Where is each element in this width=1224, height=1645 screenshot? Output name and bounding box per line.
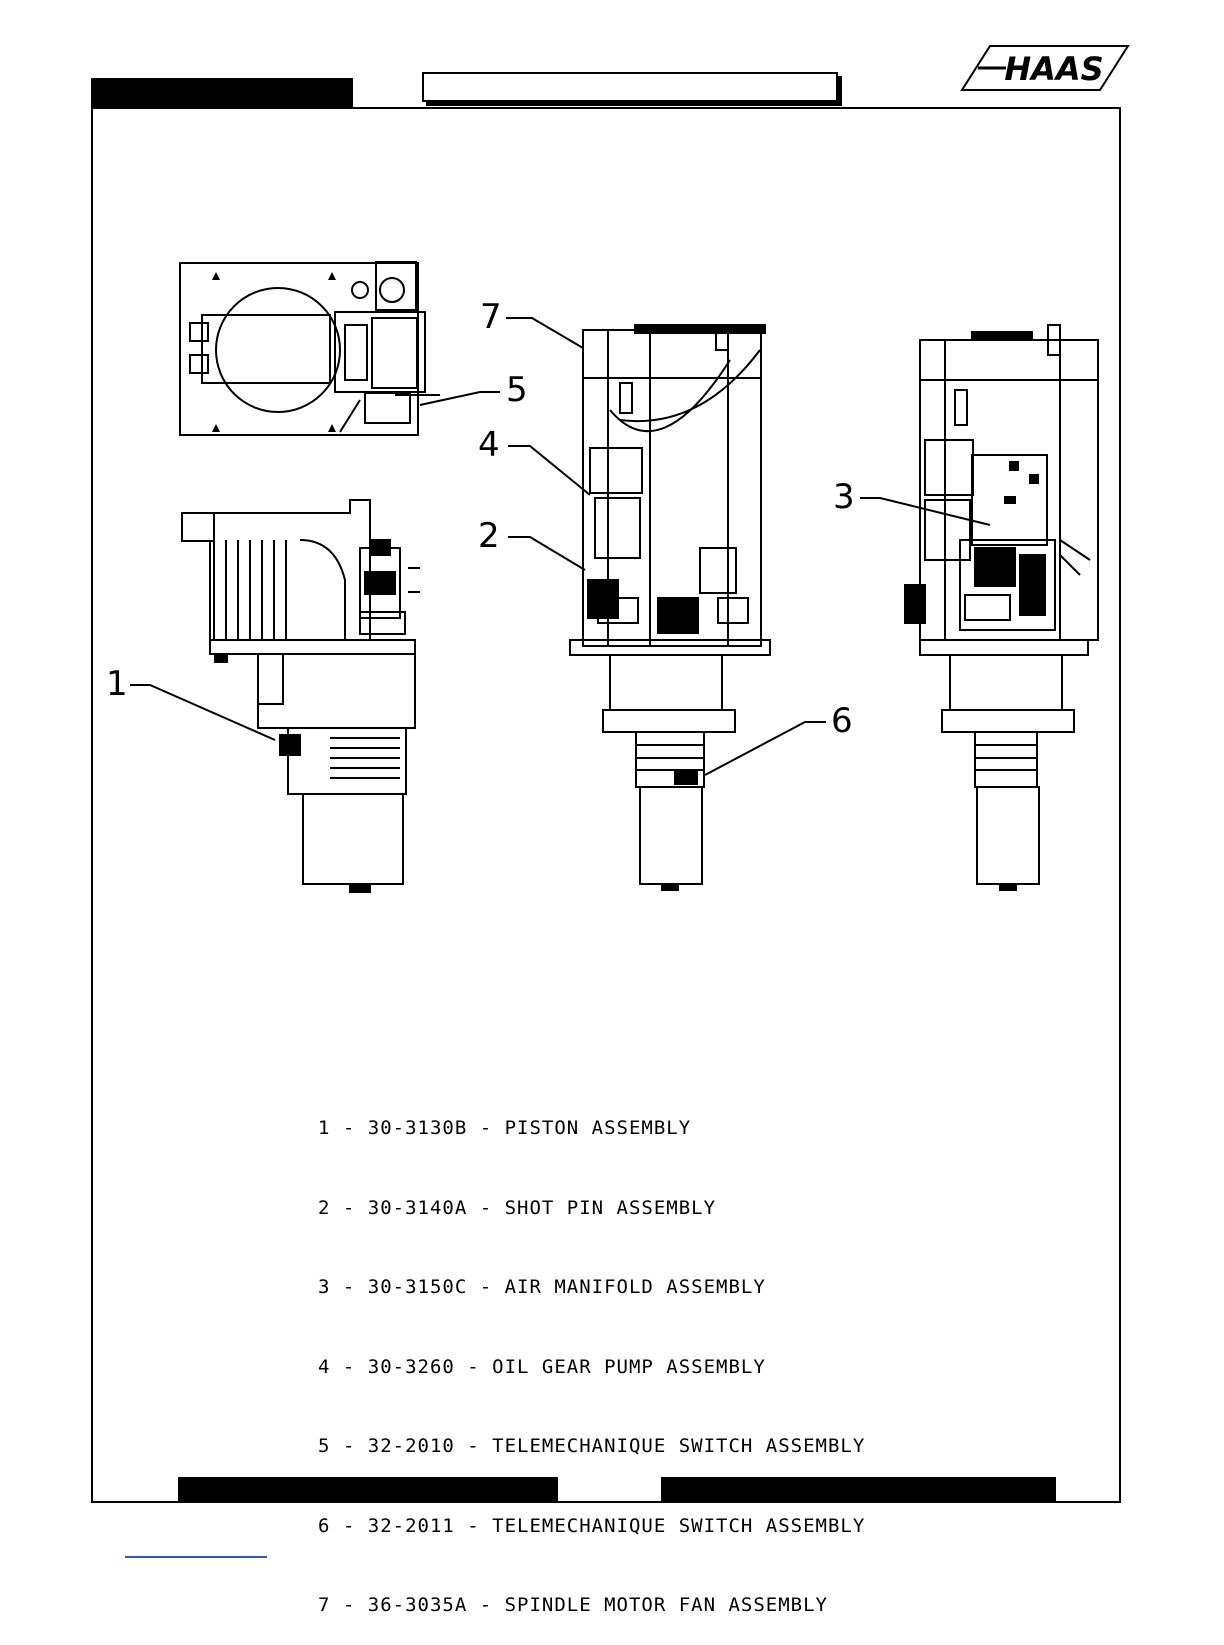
header-title-box (422, 72, 838, 102)
callout-4: 4 (478, 425, 500, 465)
parts-list-item: 6 - 32-2011 - TELEMECHANIQUE SWITCH ASSE… (318, 1514, 866, 1537)
callout-5: 5 (506, 370, 528, 410)
callout-6: 6 (831, 701, 853, 741)
callout-3: 3 (833, 477, 855, 517)
parts-list-item: 5 - 32-2010 - TELEMECHANIQUE SWITCH ASSE… (318, 1435, 866, 1457)
front-view (569, 324, 771, 891)
parts-list-item: 4 - 30-3260 - OIL GEAR PUMP ASSEMBLY (318, 1355, 766, 1378)
footer-band (91, 1477, 1121, 1503)
assembly-drawing (130, 261, 1099, 893)
parts-list-item: 2 - 30-3140A - SHOT PIN ASSEMBLY (318, 1196, 717, 1219)
parts-list: 1 - 30-3130B - PISTON ASSEMBLY 2 - 30-31… (318, 1062, 978, 1645)
parts-list-item: 7 - 36-3035A - SPINDLE MOTOR FAN ASSEMBL… (318, 1594, 828, 1616)
footer-left-bar (178, 1477, 558, 1503)
callout-7: 7 (480, 297, 502, 337)
haas-logo: HAAS (960, 45, 1130, 91)
page-frame (91, 107, 1121, 1503)
footer-right-bar (661, 1477, 1056, 1503)
parts-list-item: 1 - 30-3130B - PISTON ASSEMBLY (318, 1117, 692, 1139)
callout-1: 1 (106, 664, 128, 704)
leader-lines (130, 317, 991, 776)
callout-2: 2 (478, 516, 500, 556)
top-view (179, 261, 440, 436)
header-black-tab (91, 78, 353, 108)
side-view (181, 499, 420, 893)
rear-view (904, 324, 1099, 891)
parts-list-item: 3 - 30-3150C - AIR MANIFOLD ASSEMBLY (318, 1276, 766, 1298)
bottom-link-rule (125, 1556, 267, 1558)
logo-text: HAAS (1004, 50, 1103, 88)
